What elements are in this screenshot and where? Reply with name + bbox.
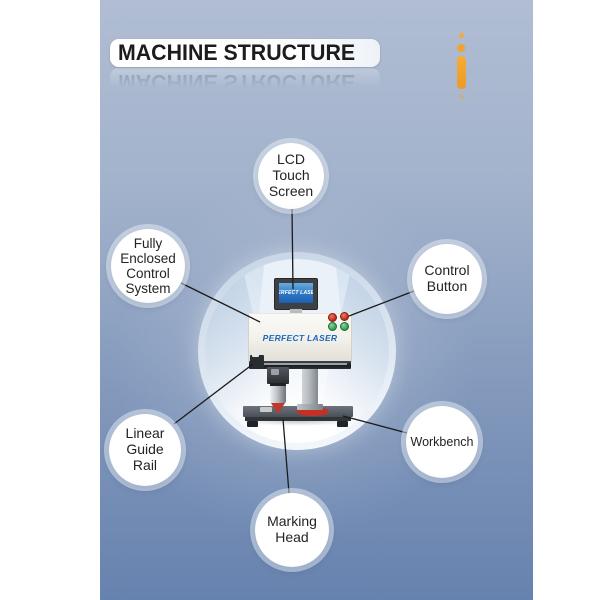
marking-head-tip <box>271 403 285 414</box>
lcd-screen-display: PERFECT LASER <box>279 283 313 303</box>
base-foot-left <box>247 421 258 427</box>
callout-lcd-touch-screen: LCD Touch Screen <box>258 143 324 209</box>
lcd-screen-text: PERFECT LASER <box>279 290 313 296</box>
sample-workpiece <box>260 407 272 412</box>
info-icon <box>452 30 472 105</box>
workbench-base-edge <box>245 417 351 421</box>
title-bar: MACHINE STRUCTURE <box>110 39 380 67</box>
marking-head-detail <box>271 369 279 375</box>
leader-line-workbench <box>342 415 408 434</box>
machine-illustration: PERFECT LASER PERFECT LASER <box>100 0 533 600</box>
brand-logo: PERFECT LASER <box>262 333 338 343</box>
red-button-icon <box>328 313 337 322</box>
rail-end-block <box>250 355 264 369</box>
base-foot-right <box>337 421 348 427</box>
content-canvas: MACHINE STRUCTURE MACHINE STRUCTURE <box>100 0 533 600</box>
leader-line-rail <box>173 363 254 425</box>
callout-label: Marking Head <box>267 513 317 545</box>
callout-label: Linear Guide Rail <box>125 425 165 473</box>
callout-linear-guide-rail: Linear Guide Rail <box>109 414 181 486</box>
page-title: MACHINE STRUCTURE <box>118 40 356 65</box>
green-button-icon <box>340 322 349 331</box>
info-icon-dot-small <box>459 33 464 38</box>
callout-control-button: Control Button <box>412 244 482 314</box>
red-button-icon <box>340 312 349 321</box>
support-column <box>302 369 318 407</box>
callout-label: Workbench <box>410 434 474 449</box>
lcd-mount <box>290 309 302 314</box>
leader-line-head <box>282 418 290 494</box>
linear-guide-rail <box>249 361 351 369</box>
leader-line-enclosed <box>180 282 261 323</box>
info-icon-reflection <box>458 94 465 99</box>
green-button-icon <box>328 322 337 331</box>
leader-lines <box>173 207 415 494</box>
callout-workbench: Workbench <box>406 406 478 478</box>
callout-marking-head: Marking Head <box>255 493 329 567</box>
support-column-foot <box>297 404 323 410</box>
header: MACHINE STRUCTURE MACHINE STRUCTURE <box>110 39 380 96</box>
info-icon-dot-large <box>457 44 465 52</box>
leader-line-lcd <box>291 207 294 290</box>
leader-line-button <box>348 290 415 317</box>
rail-end-tab <box>252 352 259 357</box>
callout-fully-enclosed-control-system: Fully Enclosed Control System <box>111 229 185 303</box>
lcd-touch-screen: PERFECT LASER <box>274 278 318 310</box>
marking-head-cylinder <box>270 383 286 404</box>
rail-stripe <box>253 363 347 365</box>
callout-label: Control Button <box>424 262 470 294</box>
info-icon-bar <box>457 56 466 89</box>
callout-label: Fully Enclosed Control System <box>120 235 176 297</box>
marking-sample-area <box>297 407 329 416</box>
callout-label: LCD Touch Screen <box>268 151 314 199</box>
